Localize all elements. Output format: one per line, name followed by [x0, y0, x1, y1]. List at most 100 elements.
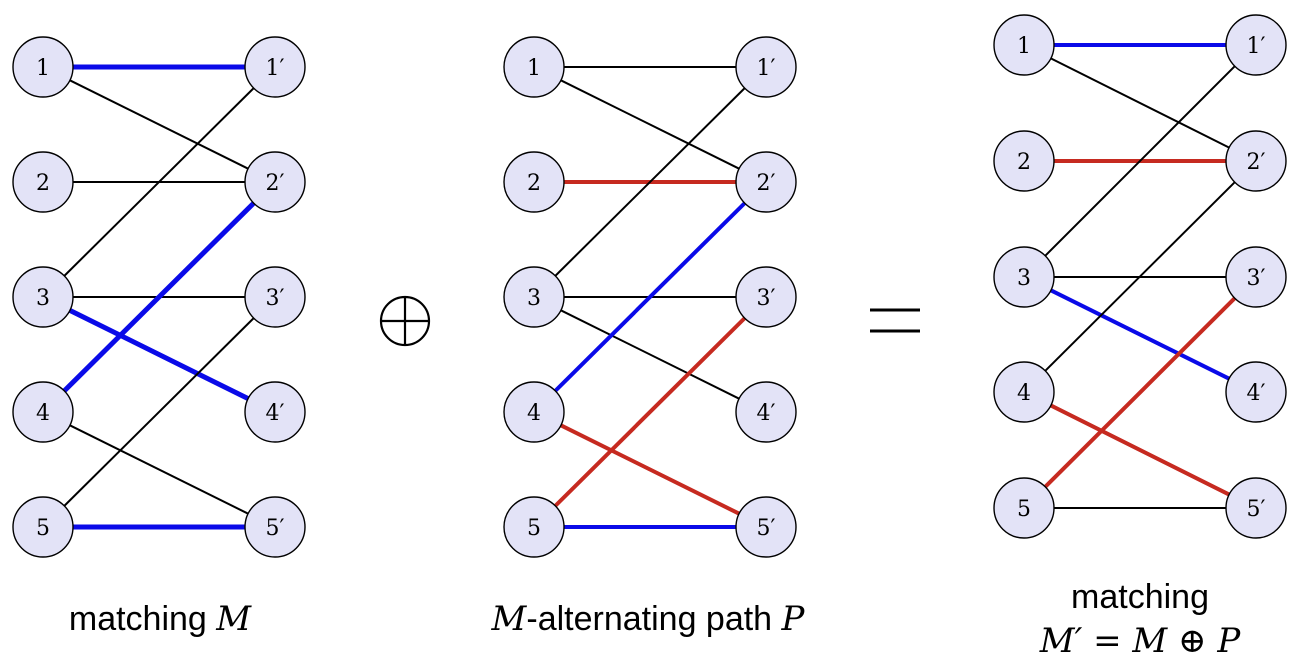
- node-label: 1′: [1247, 34, 1266, 59]
- node-label: 3: [527, 286, 541, 311]
- node-label: 2′: [1247, 150, 1266, 175]
- node-left-1: 1: [12, 36, 74, 98]
- edge-1-to-2prime-black: [1050, 57, 1230, 149]
- node-label: 3: [36, 286, 50, 311]
- node-left-3: 3: [993, 246, 1055, 308]
- node-circle: [993, 14, 1055, 76]
- node-right-3: 3′: [1225, 246, 1287, 308]
- node-circle: [12, 36, 74, 98]
- node-label: 2: [527, 171, 541, 196]
- node-left-3: 3: [503, 266, 565, 328]
- node-circle: [503, 36, 565, 98]
- node-label: 5′: [266, 516, 285, 541]
- node-right-4: 4′: [735, 381, 797, 443]
- edge-4-to-2prime-blue: [62, 201, 256, 393]
- caption-matching-M-prime-formula: M′ = M ⊕ P: [1039, 621, 1242, 661]
- node-circle: [244, 496, 306, 558]
- edge-3-to-1prime-black: [554, 87, 746, 277]
- node-right-1: 1′: [735, 36, 797, 98]
- node-circle: [12, 151, 74, 213]
- node-label: 3: [1017, 266, 1031, 291]
- node-left-3: 3: [12, 266, 74, 328]
- graph-alternating-path-P: 1 2 3 4 5 1′ 2′ 3′ 4′ 5′: [503, 36, 797, 558]
- node-label: 5: [1017, 497, 1031, 522]
- node-label: 5: [527, 516, 541, 541]
- edge-3-to-4prime-blue: [1049, 288, 1231, 381]
- node-label: 4′: [266, 401, 285, 426]
- node-circle: [12, 266, 74, 328]
- edge-3-to-1prime-black: [1044, 65, 1236, 257]
- node-right-5: 5′: [244, 496, 306, 558]
- node-circle: [735, 151, 797, 213]
- node-label: 1: [36, 56, 50, 81]
- edge-5-to-3prime-red: [553, 316, 747, 508]
- node-label: 1′: [266, 56, 285, 81]
- node-label: 4: [1017, 381, 1031, 406]
- node-right-2: 2′: [735, 151, 797, 213]
- node-right-5: 5′: [735, 496, 797, 558]
- equals-operator: [870, 308, 920, 333]
- node-circle: [993, 246, 1055, 308]
- node-circle: [735, 36, 797, 98]
- node-circle: [993, 130, 1055, 192]
- node-circle: [503, 496, 565, 558]
- node-circle: [1225, 14, 1287, 76]
- node-circle: [503, 266, 565, 328]
- node-circle: [244, 151, 306, 213]
- node-circle: [1225, 477, 1287, 539]
- node-right-1: 1′: [1225, 14, 1287, 76]
- oplus-operator: [379, 295, 431, 347]
- node-label: 4′: [757, 401, 776, 426]
- node-left-4: 4: [12, 381, 74, 443]
- edge-5-to-3prime-black: [63, 317, 255, 507]
- node-left-1: 1: [993, 14, 1055, 76]
- node-circle: [735, 381, 797, 443]
- graph-matching-M-prime: 1 2 3 4 5 1′ 2′ 3′ 4′ 5′: [993, 14, 1287, 539]
- node-circle: [12, 496, 74, 558]
- edge-3-to-1prime-black: [63, 87, 255, 277]
- node-left-5: 5: [993, 477, 1055, 539]
- node-right-2: 2′: [1225, 130, 1287, 192]
- node-label: 5: [36, 516, 50, 541]
- node-label: 1′: [757, 56, 776, 81]
- node-label: 2: [36, 171, 50, 196]
- node-left-5: 5: [503, 496, 565, 558]
- node-circle: [503, 381, 565, 443]
- node-left-5: 5: [12, 496, 74, 558]
- node-right-3: 3′: [244, 266, 306, 328]
- node-label: 2′: [757, 171, 776, 196]
- edge-4-to-2prime-black: [1044, 181, 1236, 372]
- node-label: 3′: [757, 286, 776, 311]
- node-label: 1: [527, 56, 541, 81]
- node-circle: [735, 266, 797, 328]
- node-label: 4: [527, 401, 541, 426]
- edge-4-to-2prime-blue: [553, 201, 747, 393]
- node-left-2: 2: [12, 151, 74, 213]
- node-circle: [244, 36, 306, 98]
- caption-alternating-path-P: M-alternating path P: [491, 599, 806, 639]
- edge-4-to-5prime-red: [1049, 403, 1231, 497]
- node-circle: [993, 361, 1055, 423]
- caption-matching-M: matching M: [69, 599, 252, 639]
- node-left-4: 4: [993, 361, 1055, 423]
- node-circle: [1225, 246, 1287, 308]
- node-right-4: 4′: [1225, 361, 1287, 423]
- node-left-4: 4: [503, 381, 565, 443]
- caption-matching-M-prime-line1: matching: [1071, 578, 1209, 616]
- edge-4-to-5prime-red: [559, 423, 741, 516]
- node-label: 4′: [1247, 381, 1266, 406]
- edge-3-to-4prime-blue: [68, 308, 250, 401]
- node-right-2: 2′: [244, 151, 306, 213]
- node-label: 5′: [757, 516, 776, 541]
- node-label: 3′: [1247, 266, 1266, 291]
- node-right-5: 5′: [1225, 477, 1287, 539]
- node-left-2: 2: [993, 130, 1055, 192]
- edge-1-to-2prime-black: [69, 79, 249, 170]
- node-label: 2: [1017, 150, 1031, 175]
- edge-4-to-5prime-black: [69, 424, 249, 515]
- edge-3-to-4prime-black: [560, 309, 740, 400]
- node-circle: [244, 381, 306, 443]
- node-label: 2′: [266, 171, 285, 196]
- node-right-4: 4′: [244, 381, 306, 443]
